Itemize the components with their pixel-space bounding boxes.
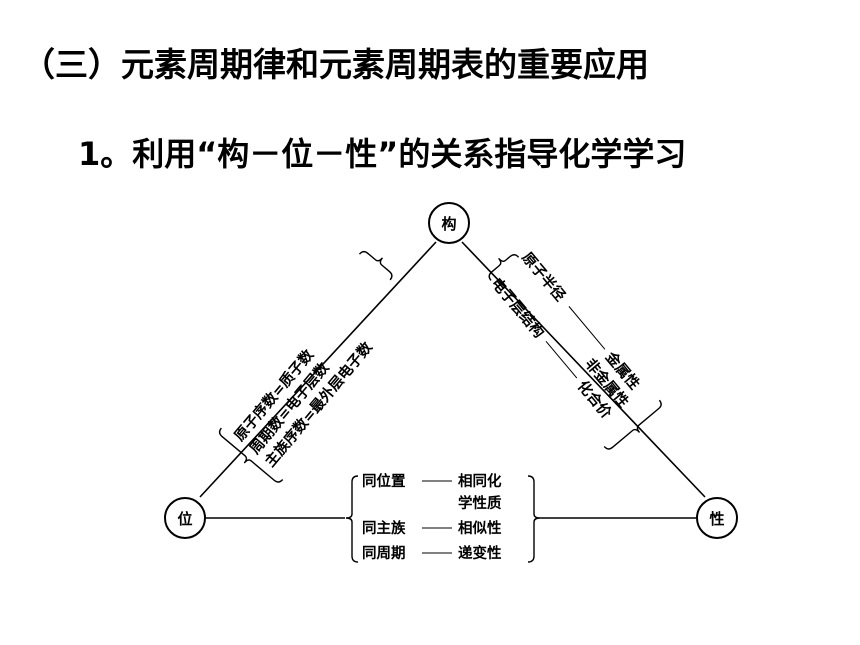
node-structure: 构 <box>428 202 470 244</box>
right-relation-1-dash <box>568 306 606 350</box>
right-side-brace-top <box>488 254 520 281</box>
bottom-row2-left: 同主族 <box>362 519 406 537</box>
section-heading: （三）元素周期律和元素周期表的重要应用 <box>22 45 649 84</box>
right-relation-1-left: 原子半径 <box>518 249 569 305</box>
bottom-row3-right: 递变性 <box>458 544 502 562</box>
bottom-relations: 同位置 相同化 学性质 同主族 相似性 同周期 递变性 <box>345 472 541 563</box>
right-relation-3-dash <box>545 340 578 379</box>
left-relation-3: 主族序数=最外层电子数 <box>261 338 376 470</box>
edge-structure-position <box>199 241 437 498</box>
edge-structure-property <box>461 241 706 498</box>
bottom-row3-left: 同周期 <box>362 544 406 562</box>
left-side-brace-top <box>358 250 393 281</box>
bottom-row1-left: 同位置 <box>362 472 406 490</box>
node-property: 性 <box>696 497 738 539</box>
subsection-heading: 1。利用“构－位－性”的关系指导化学学习 <box>78 135 687 173</box>
bottom-row1-right-cont: 学性质 <box>458 494 502 512</box>
bottom-row1-right: 相同化 <box>458 472 502 490</box>
bottom-left-brace <box>345 475 359 563</box>
bottom-right-brace <box>527 475 541 563</box>
right-side-relations: 原子半径 金属性 非金属性 电子层结构 化合价 <box>488 249 662 450</box>
node-structure-label: 构 <box>441 215 456 233</box>
right-side-brace-bottom <box>603 399 662 450</box>
node-position: 位 <box>164 497 206 539</box>
bottom-row2-right: 相似性 <box>458 519 502 537</box>
node-property-label: 性 <box>709 510 724 528</box>
left-side-brace <box>218 427 284 483</box>
node-position-label: 位 <box>177 510 192 528</box>
